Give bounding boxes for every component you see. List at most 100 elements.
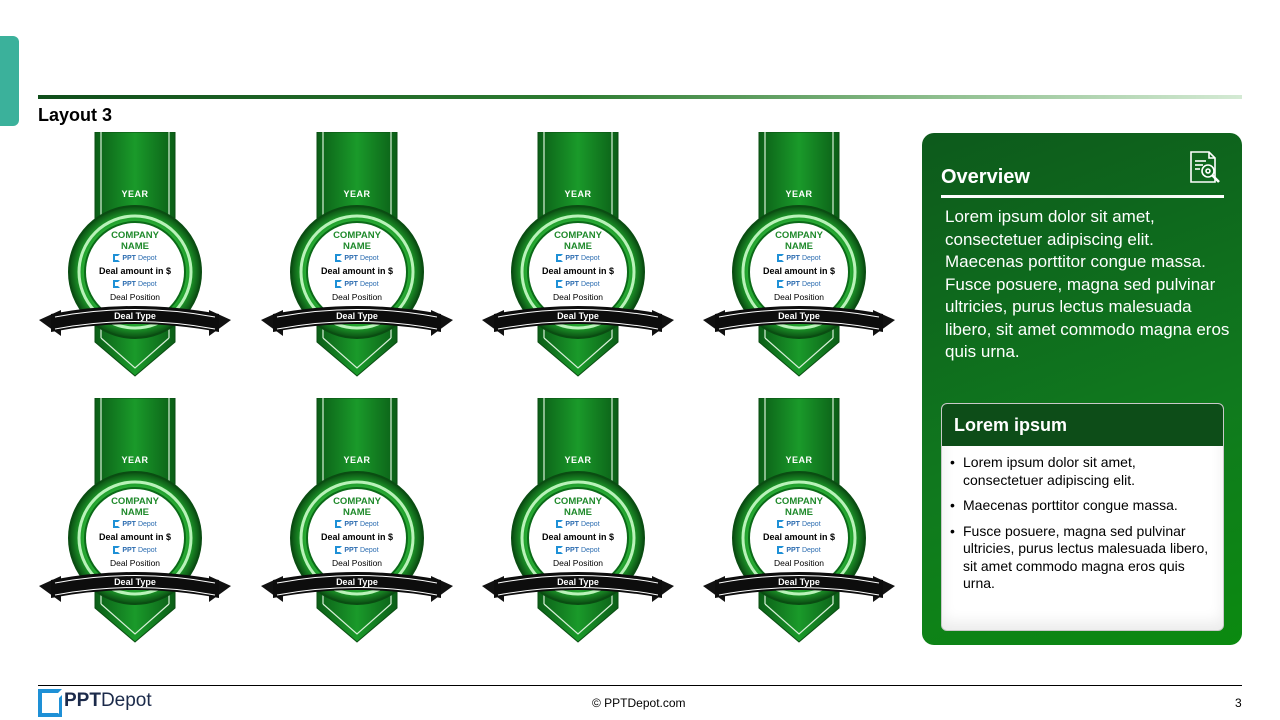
- badge-deal-position: Deal Position: [109, 558, 161, 568]
- badge-deal-position: Deal Position: [109, 292, 161, 302]
- pptdepot-logo-icon: [113, 254, 121, 262]
- badge-year: YEAR: [785, 455, 813, 465]
- badge-deal-amount: Deal amount in $: [541, 266, 614, 276]
- badge-year: YEAR: [564, 455, 592, 465]
- badge-deal-position: Deal Position: [773, 558, 825, 568]
- badge-graphic: [482, 398, 674, 643]
- badge-company-name: COMPANY NAME: [554, 230, 602, 252]
- badge-year: YEAR: [343, 189, 371, 199]
- badge-deal-position: Deal Position: [552, 292, 604, 302]
- badge-deal-type: Deal Type: [336, 311, 378, 321]
- side-accent-tab: [0, 36, 19, 126]
- card-bullet-list: Lorem ipsum dolor sit amet, consectetuer…: [942, 446, 1223, 593]
- badge-deal-amount: Deal amount in $: [762, 266, 835, 276]
- badge-deal-amount: Deal amount in $: [98, 266, 171, 276]
- badge-deal-type: Deal Type: [114, 577, 156, 587]
- pptdepot-logo-icon: [777, 280, 785, 288]
- badge-company-name: COMPANY NAME: [111, 230, 159, 252]
- badge-deal-type: Deal Type: [114, 311, 156, 321]
- badge-graphic: [261, 398, 453, 643]
- badge-year: YEAR: [785, 189, 813, 199]
- badge-year: YEAR: [121, 455, 149, 465]
- pptdepot-logo-icon: [335, 254, 343, 262]
- page-number: 3: [1235, 696, 1242, 710]
- badge-deal-type: Deal Type: [336, 577, 378, 587]
- overview-body: Lorem ipsum dolor sit amet, consectetuer…: [945, 207, 1230, 361]
- badge-graphic: [482, 132, 674, 377]
- footer-logo-light: Depot: [100, 690, 152, 711]
- footer-logo-bold: PPT: [64, 690, 101, 711]
- badge-company-name: COMPANY NAME: [333, 496, 381, 518]
- pptdepot-logo-icon: [777, 254, 785, 262]
- badge-company-name: COMPANY NAME: [111, 496, 159, 518]
- badge-deal-amount: Deal amount in $: [762, 532, 835, 542]
- pptdepot-logo-icon: [335, 280, 343, 288]
- pptdepot-logo-icon: [777, 520, 785, 528]
- badge-company-name: COMPANY NAME: [775, 230, 823, 252]
- badge-company-name: COMPANY NAME: [775, 496, 823, 518]
- badge-company-name: COMPANY NAME: [554, 496, 602, 518]
- list-item: Lorem ipsum dolor sit amet, consectetuer…: [950, 454, 1213, 489]
- badge-deal-position: Deal Position: [552, 558, 604, 568]
- document-search-icon: [1190, 151, 1220, 183]
- overview-panel: Overview Lorem ipsum dolor sit amet, con…: [922, 133, 1242, 645]
- badge-deal-amount: Deal amount in $: [320, 266, 393, 276]
- badge-deal-amount: Deal amount in $: [541, 532, 614, 542]
- pptdepot-logo-icon: [556, 254, 564, 262]
- badge-graphic: [703, 398, 895, 643]
- badge-deal-type: Deal Type: [778, 577, 820, 587]
- pptdepot-logo-icon: [38, 689, 62, 717]
- badge-deal-type: Deal Type: [778, 311, 820, 321]
- badge-deal-amount: Deal amount in $: [320, 532, 393, 542]
- badge-graphic: [39, 132, 231, 377]
- badge-deal-type: Deal Type: [557, 311, 599, 321]
- badge-deal-position: Deal Position: [331, 558, 383, 568]
- badge-graphic: [703, 132, 895, 377]
- badge-deal-position: Deal Position: [773, 292, 825, 302]
- badge-graphic: [261, 132, 453, 377]
- badge-year: YEAR: [564, 189, 592, 199]
- list-item: Fusce posuere, magna sed pulvinar ultric…: [950, 523, 1213, 593]
- footer-logo: PPTDepot: [38, 689, 152, 717]
- overview-divider: [941, 195, 1224, 198]
- title-divider: [38, 95, 1242, 99]
- badge-graphic: [39, 398, 231, 643]
- pptdepot-logo-icon: [335, 546, 343, 554]
- pptdepot-logo-icon: [556, 546, 564, 554]
- pptdepot-logo-icon: [556, 280, 564, 288]
- footer-divider: [38, 685, 1242, 686]
- pptdepot-logo-icon: [335, 520, 343, 528]
- badge-year: YEAR: [121, 189, 149, 199]
- pptdepot-logo-icon: [113, 546, 121, 554]
- overview-title: Overview: [941, 166, 1030, 188]
- pptdepot-logo-icon: [113, 520, 121, 528]
- badge-year: YEAR: [343, 455, 371, 465]
- pptdepot-logo-icon: [113, 280, 121, 288]
- badge-deal-type: Deal Type: [557, 577, 599, 587]
- slide-title: Layout 3: [38, 105, 113, 125]
- badge-deal-amount: Deal amount in $: [98, 532, 171, 542]
